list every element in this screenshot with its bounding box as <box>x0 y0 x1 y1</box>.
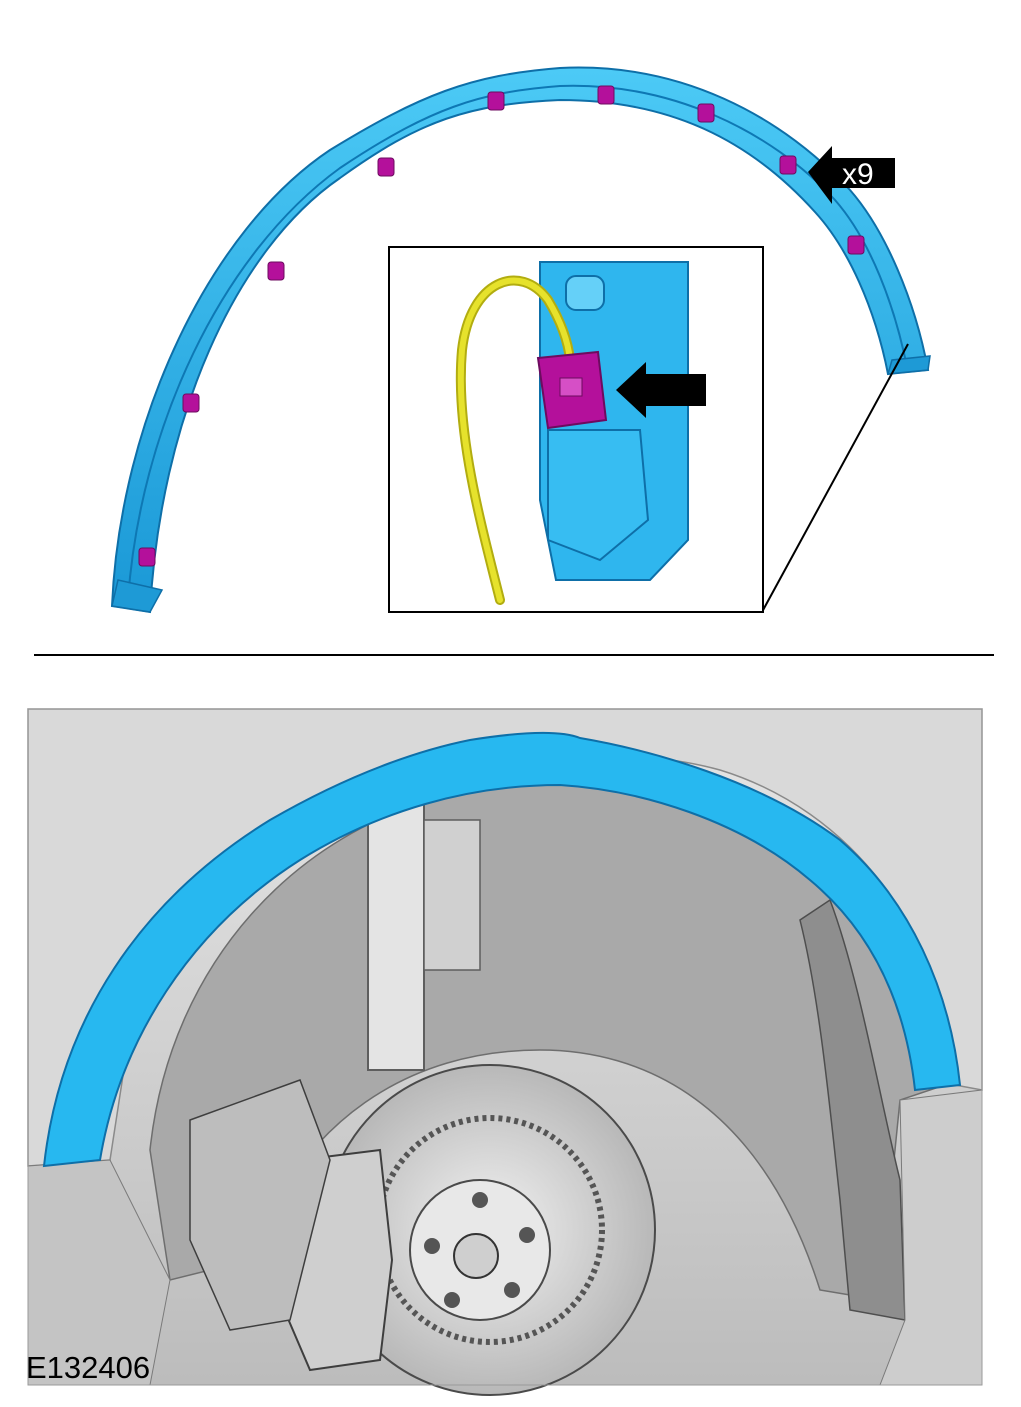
retaining-clip <box>377 157 395 177</box>
vehicle-wheel-arch-view <box>27 708 983 1396</box>
left-arrow-icon <box>616 362 706 418</box>
wheel-stud <box>504 1282 520 1298</box>
wheel-stud <box>472 1192 488 1208</box>
harness-wire-highlight <box>457 277 573 603</box>
retaining-clip <box>182 393 200 413</box>
abs-tone-ring <box>375 1115 605 1345</box>
wheel-stud <box>424 1238 440 1254</box>
hub-center <box>453 1233 499 1279</box>
wheel-stud <box>444 1292 460 1308</box>
clip-count-label: x9 <box>842 158 874 191</box>
detail-leader-line <box>761 343 909 613</box>
detail-boss <box>565 275 605 311</box>
trim-end-tab-left <box>111 579 164 613</box>
connector-latch <box>559 377 583 397</box>
detail-clip-base <box>547 429 650 562</box>
left-arrow-icon <box>808 146 895 204</box>
installed-arch-trim <box>42 731 962 1168</box>
retaining-clip <box>779 155 797 175</box>
bottom-panel-border <box>27 708 983 1386</box>
retaining-clip <box>138 547 156 567</box>
detail-inset <box>388 246 764 613</box>
mud-flap <box>799 898 906 1321</box>
retaining-clip <box>847 235 865 255</box>
knuckle <box>189 1079 331 1331</box>
strut-mount <box>423 819 481 971</box>
clip-count-callout: x9 <box>808 146 895 204</box>
trim-flange-line <box>127 84 909 601</box>
retaining-clip <box>597 85 615 105</box>
wheel-stud <box>519 1227 535 1243</box>
clip-group <box>138 85 865 567</box>
figure-id-label: E132406 <box>26 1350 151 1385</box>
suspension-strut <box>367 799 425 1071</box>
retaining-clip <box>487 91 505 111</box>
retaining-clip <box>697 103 715 123</box>
retaining-clip <box>267 261 285 281</box>
